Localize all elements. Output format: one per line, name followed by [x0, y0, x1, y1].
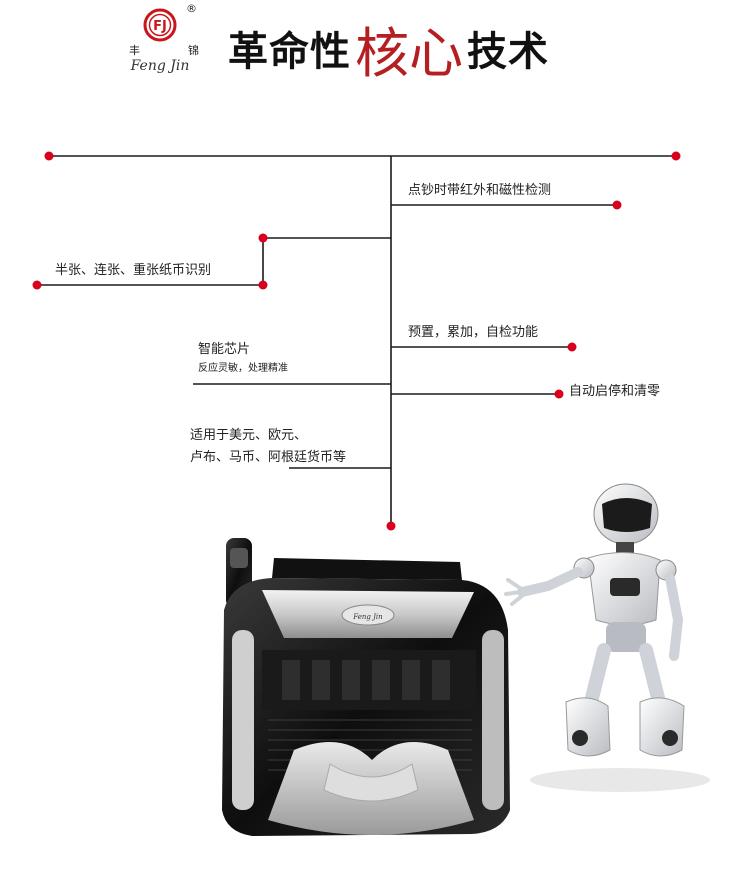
title-part-3: 技术 [467, 29, 549, 75]
dot-half-corner [258, 280, 268, 290]
page-title: 革命性 核心 技术 [228, 8, 549, 88]
feature-preset: 预置，累加，自检功能 [408, 325, 539, 340]
dot-half-left [32, 280, 42, 290]
dot-preset [567, 342, 577, 352]
feature-auto-start: 自动启停和清零 [569, 384, 661, 399]
feature-smart-chip-title: 智能芯片 [198, 342, 251, 357]
registered-mark: ® [186, 2, 197, 15]
robot-image [504, 483, 685, 757]
header: FJ ® 丰 锦 Feng Jin 革命性 核心 技术 [0, 0, 750, 100]
fengjin-logo: FJ [143, 8, 177, 42]
feature-currency-line-1: 适用于美元、欧元、 [190, 428, 308, 443]
logo-monogram: FJ [153, 19, 167, 34]
logo-char-1: 丰 [129, 44, 140, 57]
title-part-1: 革命性 [228, 29, 351, 75]
dot-auto [554, 389, 564, 399]
robot-reflection [530, 768, 710, 792]
product-badge: Feng Jin [352, 613, 383, 621]
dot-top-right [671, 151, 681, 161]
logo-chinese-name: 丰 锦 [129, 42, 199, 58]
dot-top-left [44, 151, 54, 161]
title-part-2: 核心 [355, 21, 463, 85]
dot-half-upper [258, 233, 268, 243]
logo-char-2: 锦 [188, 44, 199, 57]
feature-currency-line-2: 卢布、马币、阿根廷货币等 [190, 450, 347, 465]
feature-smart-chip-sub: 反应灵敏，处理精准 [198, 363, 288, 374]
money-counter-image: Feng Jin [222, 538, 510, 836]
feature-half-connected: 半张、连张、重张纸币识别 [55, 263, 212, 278]
dot-infrared [612, 200, 622, 210]
logo-english-name: Feng Jin [130, 58, 190, 74]
dot-trunk-end [386, 521, 396, 531]
feature-infrared-magnetic: 点钞时带红外和磁性检测 [408, 183, 552, 198]
